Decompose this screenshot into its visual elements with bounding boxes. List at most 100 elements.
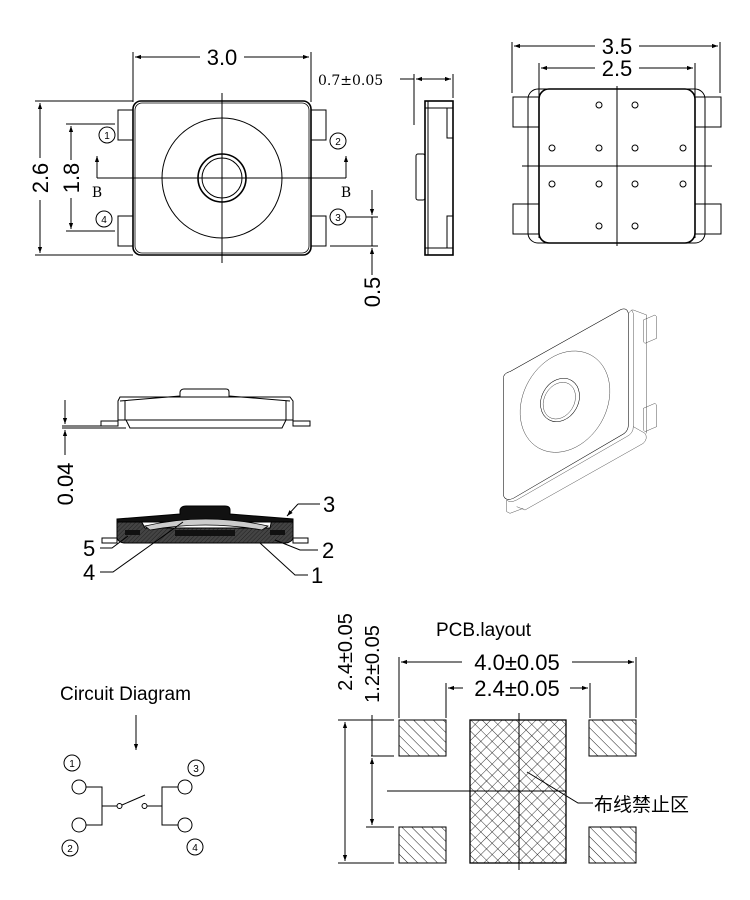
pin-pad-2 [310,109,327,141]
iso-body-bottom [516,426,647,511]
terminal-1 [71,779,87,795]
section-label-right: B [341,185,351,201]
dim-inner-2.5: 2.5 [602,56,633,81]
section-contact [175,530,235,536]
isometric-view [503,308,657,514]
bottom-view: 3.5 2.5 [511,34,722,246]
switch-contact [116,803,123,809]
dim-height-2.6: 2.6 [28,163,53,194]
dim-width-3.0: 3.0 [207,45,238,70]
dim-pcb-inner-width: 2.4±0.05 [474,676,559,701]
circuit-pin-label-2: 2 [67,844,73,855]
front-pin [100,420,119,427]
front-base [125,419,287,429]
iso-pin [506,499,524,514]
wire-left [86,786,103,826]
pcb-title: PCB.layout [436,620,532,641]
circuit-pin-label-1: 1 [69,759,75,770]
dim-outer-3.5: 3.5 [602,34,633,59]
terminal-4 [177,817,193,833]
iso-body-face [503,308,629,500]
section-terminal [125,530,140,535]
section-label-left: B [92,185,102,201]
circuit-pin-3 [187,759,205,777]
keepout-leader [526,771,593,804]
pcb-pad-3 [588,826,637,864]
section-pin [292,537,309,544]
pin-pad-1 [117,109,134,141]
pin-pad-4 [117,215,134,247]
dim-pcb-inner-height: 1.2±0.05 [362,625,384,703]
vent-hole [631,180,639,188]
pcb-pad-4 [398,826,447,864]
dim-pcb-outer-width: 4.0±0.05 [474,650,559,675]
terminal-2 [71,817,87,833]
callout-5: 5 [83,536,95,561]
bottom-pin [694,203,722,235]
wire-right [161,786,178,826]
bottom-pin [512,203,540,235]
circuit-pin-2 [61,839,79,857]
vent-hole [631,222,639,230]
pin-label-4: 4 [101,215,107,226]
keepout-label: 布线禁止区 [594,794,689,816]
circuit-pin-4 [186,838,204,856]
iso-actuator-inner [542,382,576,420]
vent-hole [631,101,639,109]
side-pin [446,215,454,249]
dim-thickness: 0.7±0.05 [318,73,383,89]
dim-pin-width-0.5: 0.5 [360,277,385,308]
iso-body-side [506,309,634,502]
section-cover [116,505,294,523]
pin-label-3: 3 [335,213,341,224]
vent-hole [679,180,687,188]
vent-hole [595,144,603,152]
iso-edge [631,309,647,316]
pcb-pad-1 [398,719,447,757]
terminal-3 [177,779,193,795]
circuit-pin-1 [63,754,81,772]
circuit-title: Circuit Diagram [60,684,191,705]
front-actuator [119,388,291,402]
dim-pitch-1.8: 1.8 [59,163,84,194]
vent-hole [595,222,603,230]
pin-number-4 [95,210,113,228]
iso-pin [643,403,657,432]
circuit-diagram: Circuit Diagram 1 3 2 4 [60,684,205,857]
leader-line [274,539,318,551]
pin-pad-3 [310,215,327,247]
top-view: 3.0 B B 2.6 1.8 1 2 [28,45,385,307]
switch-contact [141,803,148,809]
callout-4: 4 [83,560,95,585]
callout-2: 2 [322,538,334,563]
vent-hole [595,101,603,109]
pcb-layout: PCB.layout 4.0±0.05 2.4±0.05 布线禁止区 2.4±0… [335,613,689,870]
iso-actuator-ring [519,350,611,453]
section-pin [101,537,118,544]
side-pin [446,107,454,139]
pin-label-1: 1 [104,131,110,142]
circuit-pin-label-4: 4 [192,843,198,854]
section-dome [144,518,270,531]
switch-blade [121,794,146,806]
pin-label-2: 2 [335,137,341,148]
side-body [424,100,454,256]
circuit-pin-label-3: 3 [193,764,199,775]
vent-hole [679,144,687,152]
side-view: 0.7±0.05 [318,73,454,256]
leader-arrow [286,503,299,517]
leader-line [259,542,308,576]
vent-holes [548,101,687,230]
dim-standoff-0.04: 0.04 [53,463,78,506]
vent-hole [548,180,556,188]
leader-line [100,535,129,549]
section-terminal [270,530,285,535]
section-view: 3 2 1 5 4 [83,492,335,588]
callout-1: 1 [311,563,323,588]
vent-hole [595,180,603,188]
vent-hole [548,144,556,152]
pcb-pad-2 [588,719,637,757]
pin-number-1 [98,126,116,144]
iso-pin [643,314,657,344]
